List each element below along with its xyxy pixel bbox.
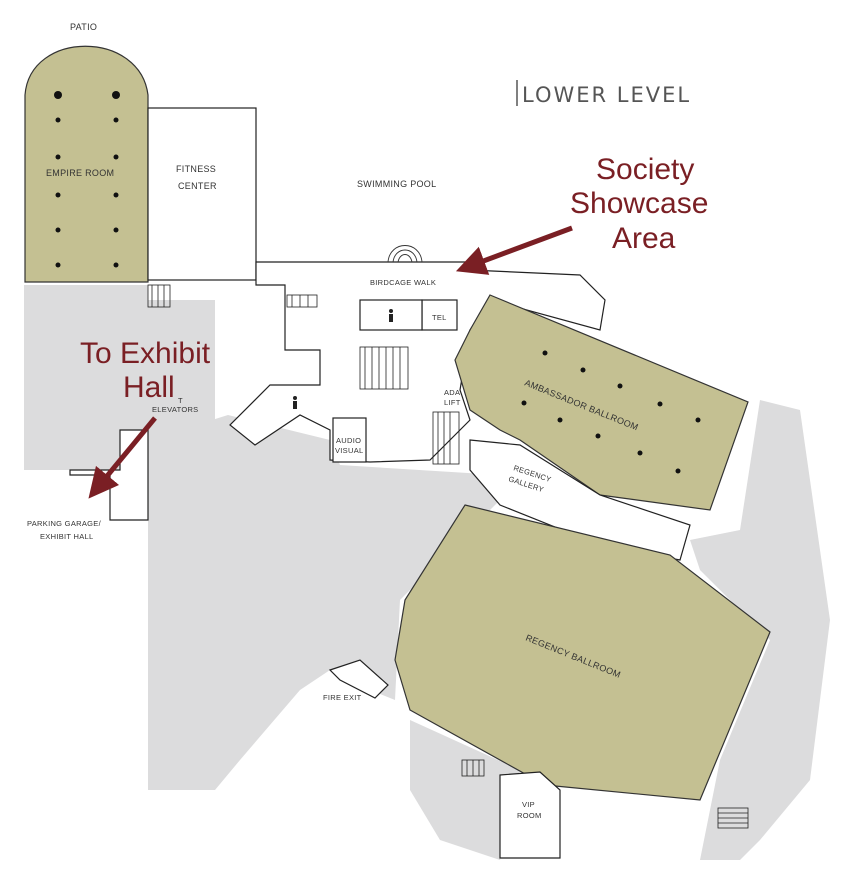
fitness-center-label-1: FITNESS [176,164,216,174]
map-title: LOWER LEVEL [522,83,691,107]
audio-visual-room [332,417,367,463]
society-showcase-callout-1: Society [596,153,694,186]
fitness-center-label-2: CENTER [178,181,217,191]
ambassador-columns [521,350,701,474]
elevators-label-t: T [178,396,183,405]
birdcage-walk-label: BIRDCAGE WALK [370,278,436,287]
pool-fountain-icon [387,245,423,263]
ada-lift-label-2: LIFT [444,398,461,407]
society-showcase-callout-2: Showcase [570,187,708,220]
audio-visual-label-1: AUDIO [336,436,361,445]
stairs [147,284,749,829]
vip-room [499,771,561,859]
elevators-label: ELEVATORS [152,405,198,414]
swimming-pool-label: SWIMMING POOL [357,179,436,189]
empire-room-label: EMPIRE ROOM [46,168,114,178]
parking-garage-label-1: PARKING GARAGE/ [27,519,102,528]
fire-exit-label: FIRE EXIT [323,693,362,702]
tel-label: TEL [432,313,447,322]
vip-room-label-1: VIP [522,800,535,809]
society-showcase-callout-3: Area [612,222,676,255]
fitness-center [147,107,257,281]
empire-room-columns [54,91,120,268]
audio-visual-label-2: VISUAL [335,446,363,455]
restroom-icon [389,309,393,322]
regency-gallery [469,439,691,561]
ambassador-ballroom [454,294,749,511]
exhibit-hall-callout-1: To Exhibit [80,337,211,370]
fire-exit-stair [328,659,389,699]
vip-room-label-2: ROOM [517,811,542,820]
ada-lift-label-1: ADA [444,388,460,397]
patio-label: PATIO [70,22,97,32]
empire-room [24,45,149,283]
exhibit-hall-arrow [88,416,157,499]
exhibit-hall-callout-2: Hall [123,371,175,404]
parking-garage-label-2: EXHIBIT HALL [40,532,93,541]
restroom-icon-2 [293,396,297,409]
society-showcase-arrow [455,225,573,275]
